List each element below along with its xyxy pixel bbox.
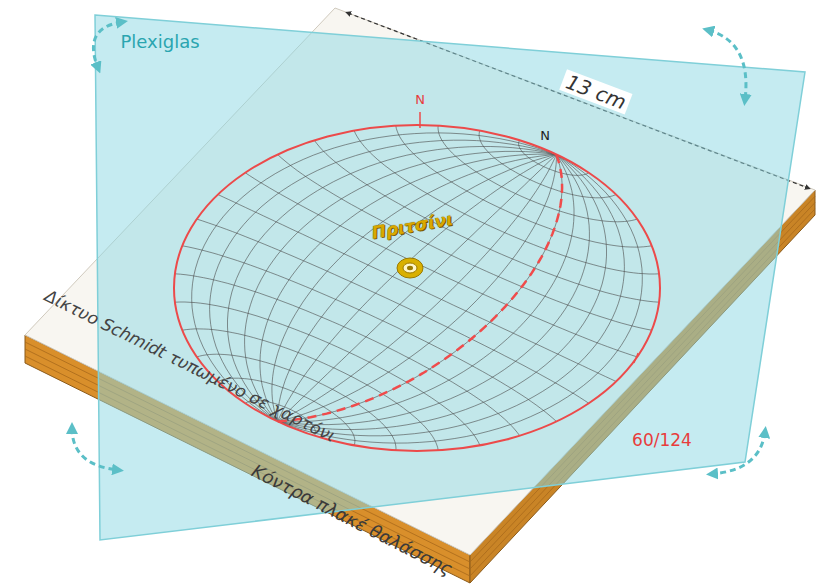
pin: [397, 258, 423, 278]
north-tick: [419, 112, 421, 128]
north-label: N: [415, 93, 425, 107]
plywood-board: [25, 8, 815, 583]
tick: [634, 353, 638, 363]
orientation-label: 60/124: [632, 431, 692, 450]
great-circle: [278, 155, 562, 422]
north-label: N: [540, 129, 550, 143]
material-label: Plexiglas: [120, 32, 199, 52]
plexiglas-sheet: [95, 15, 805, 540]
rotation-arrows: [72, 22, 765, 474]
